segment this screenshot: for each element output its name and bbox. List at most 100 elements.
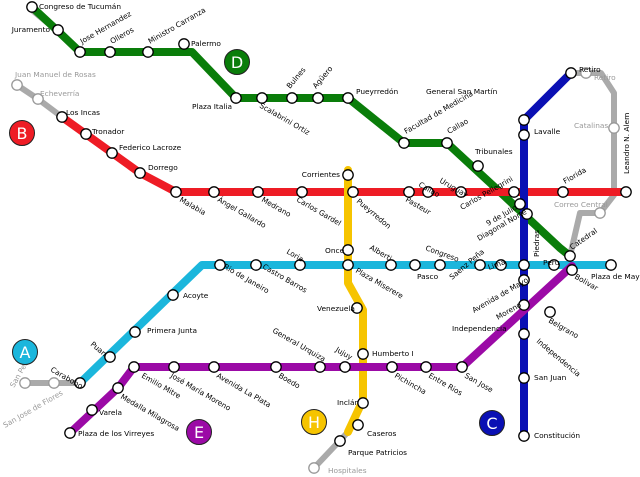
station-marker-hospitales[interactable] (308, 462, 320, 474)
station-marker-plaza-italia[interactable] (230, 92, 242, 104)
station-marker-varela[interactable] (86, 404, 98, 416)
station-marker-aguero[interactable] (312, 92, 324, 104)
station-marker-avenida-la-plata[interactable] (208, 361, 220, 373)
station-label-san-juan: San Juan (534, 373, 567, 382)
station-marker-caseros[interactable] (352, 419, 364, 431)
station-marker-palermo[interactable] (178, 38, 190, 50)
station-marker-congreso-de-tucuman[interactable] (26, 1, 38, 13)
station-marker-saenz-pena[interactable] (474, 259, 486, 271)
station-marker-nueve-de-julio[interactable] (514, 198, 526, 210)
station-label-general-urquiza: General Urquiza (271, 326, 327, 364)
station-label-san-jose: San Jose (463, 371, 495, 395)
station-marker-pueyrredon-b[interactable] (347, 186, 359, 198)
station-label-callao-d: Callao (446, 116, 471, 135)
station-marker-correo-central[interactable] (594, 207, 606, 219)
station-marker-boedo[interactable] (270, 361, 282, 373)
station-marker-callao-d[interactable] (441, 137, 453, 149)
station-marker-emilio-mitre[interactable] (128, 361, 140, 373)
station-marker-malabia[interactable] (170, 186, 182, 198)
station-marker-peru[interactable] (548, 259, 560, 271)
station-marker-parque-patricios[interactable] (334, 435, 346, 447)
station-marker-entre-rios[interactable] (420, 361, 432, 373)
station-marker-medalla-milagrosa[interactable] (112, 382, 124, 394)
line-badge-h[interactable] (301, 409, 327, 435)
station-marker-castro-barros[interactable] (250, 259, 262, 271)
station-label-plaza-italia: Plaza Italia (192, 102, 232, 111)
station-marker-once[interactable] (342, 244, 354, 256)
station-marker-rio-de-janeiro[interactable] (214, 259, 226, 271)
station-marker-primera-junta[interactable] (129, 326, 141, 338)
station-marker-angel-gallardo[interactable] (208, 186, 220, 198)
station-marker-plaza-de-mayo[interactable] (605, 259, 617, 271)
station-marker-pichincha[interactable] (386, 361, 398, 373)
station-marker-plaza-miserere[interactable] (342, 259, 354, 271)
station-marker-alberti[interactable] (385, 259, 397, 271)
station-marker-general-san-martin[interactable] (518, 114, 530, 126)
station-marker-constitucion[interactable] (518, 430, 530, 442)
station-marker-juan-manuel-de-rosas[interactable] (11, 79, 23, 91)
station-label-aguero: Agüero (311, 64, 335, 90)
station-marker-jujuy[interactable] (339, 361, 351, 373)
station-marker-jose-maria-moreno[interactable] (168, 361, 180, 373)
line-badge-e[interactable] (186, 419, 212, 445)
station-marker-independencia-c[interactable] (518, 328, 530, 340)
station-marker-general-urquiza[interactable] (314, 361, 326, 373)
station-marker-ministro-carranza[interactable] (142, 46, 154, 58)
station-marker-plaza-de-los-virreyes[interactable] (64, 427, 76, 439)
station-marker-loria[interactable] (294, 259, 306, 271)
station-marker-belgrano[interactable] (544, 306, 556, 318)
station-marker-facultad-de-medicina[interactable] (398, 137, 410, 149)
station-marker-pasteur[interactable] (403, 186, 415, 198)
station-marker-callao-b[interactable] (422, 186, 434, 198)
station-marker-puan[interactable] (104, 351, 116, 363)
station-marker-piedras[interactable] (518, 259, 530, 271)
station-marker-carabobo[interactable] (74, 377, 86, 389)
station-marker-lima[interactable] (495, 259, 507, 271)
station-marker-congreso[interactable] (434, 259, 446, 271)
station-marker-federico-lacroze[interactable] (106, 147, 118, 159)
station-marker-avenida-de-mayo[interactable] (518, 274, 530, 286)
station-marker-humberto-i[interactable] (357, 348, 369, 360)
station-marker-venezuela[interactable] (351, 302, 363, 314)
station-marker-san-jose-de-flores[interactable] (19, 377, 31, 389)
station-marker-scalabrini-ortiz[interactable] (256, 92, 268, 104)
station-marker-florida[interactable] (557, 186, 569, 198)
station-marker-tronador[interactable] (80, 128, 92, 140)
station-marker-medrano[interactable] (252, 186, 264, 198)
station-marker-lavalle[interactable] (518, 129, 530, 141)
station-marker-carlos-pellegrini[interactable] (508, 186, 520, 198)
station-marker-acoyte[interactable] (167, 289, 179, 301)
station-label-carlos-gardel: Carlos Gardel (295, 195, 343, 228)
line-badge-a[interactable] (12, 339, 38, 365)
line-badge-letter-b: B (17, 124, 28, 143)
station-marker-bulnes[interactable] (286, 92, 298, 104)
station-marker-uruguay[interactable] (455, 186, 467, 198)
station-marker-dorrego[interactable] (134, 167, 146, 179)
station-marker-moreno[interactable] (518, 299, 530, 311)
station-marker-bolivar[interactable] (566, 264, 578, 276)
station-marker-pasco[interactable] (409, 259, 421, 271)
station-marker-retiro-c[interactable] (565, 67, 577, 79)
station-marker-pueyrredon-d[interactable] (342, 92, 354, 104)
station-marker-catedral[interactable] (564, 250, 576, 262)
line-badge-b[interactable] (9, 120, 35, 146)
station-label-entre-rios: Entre Rios (427, 371, 464, 398)
station-marker-san-jose[interactable] (456, 361, 468, 373)
station-marker-inclan[interactable] (357, 397, 369, 409)
station-marker-carlos-gardel[interactable] (296, 186, 308, 198)
station-marker-los-incas[interactable] (56, 111, 68, 123)
station-marker-retiro-future[interactable] (580, 67, 592, 79)
station-marker-diagonal-norte[interactable] (521, 208, 533, 220)
station-marker-corrientes[interactable] (342, 169, 354, 181)
station-marker-catalinas[interactable] (608, 122, 620, 134)
station-marker-san-juan[interactable] (518, 372, 530, 384)
station-marker-echeverria[interactable] (32, 93, 44, 105)
station-marker-san-pedrito[interactable] (48, 377, 60, 389)
station-marker-juramento[interactable] (52, 24, 64, 36)
station-marker-leandro-n-alem[interactable] (620, 186, 632, 198)
line-badge-c[interactable] (479, 410, 505, 436)
station-marker-tribunales[interactable] (472, 160, 484, 172)
station-marker-jose-hernandez[interactable] (74, 46, 86, 58)
station-marker-olleros[interactable] (104, 46, 116, 58)
line-badge-d[interactable] (224, 49, 250, 75)
